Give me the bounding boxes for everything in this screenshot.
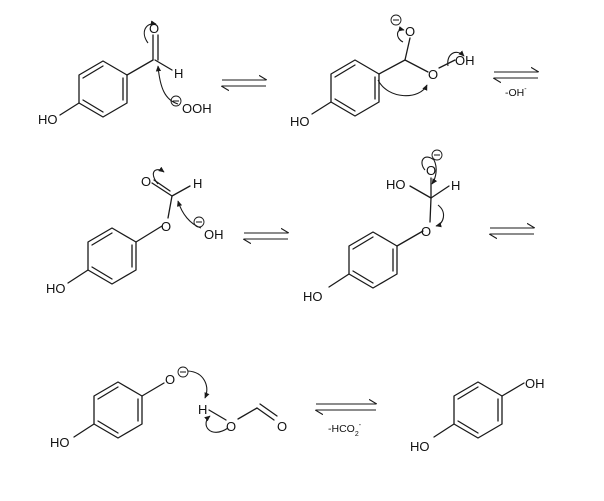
oxygen-label: O: [426, 163, 436, 178]
benzene-ring: [348, 231, 398, 289]
oxygen-label: O: [141, 174, 151, 189]
negative-charge-icon: [390, 14, 402, 26]
benzene-ring: [330, 59, 380, 117]
bond-ring-hydroxyl: [311, 101, 332, 115]
hydroxyl-label: HO: [50, 435, 70, 450]
bond-c-h: [430, 185, 450, 199]
molecule-tetrahedral-intermediate-2: O HO H O HO: [303, 149, 460, 304]
condition-loss-formate: -HCO2-: [328, 422, 362, 438]
benzene-ring: [93, 381, 143, 439]
bond-ring-hydroxyl: [433, 423, 455, 438]
equilibrium-arrow-icon: [244, 233, 288, 239]
hydroxyl-label: HO: [303, 289, 323, 304]
condition-loss-hydroxide: -OH-: [505, 86, 527, 99]
oxygen-label: O: [428, 67, 438, 82]
oxygen-label: O: [165, 372, 175, 387]
oxygen-label: O: [226, 419, 236, 434]
hydrogen-label: H: [198, 402, 207, 417]
hydroxyl-label: HO: [290, 114, 310, 129]
curved-arrow-icon: [377, 79, 428, 97]
oxygen-label: O: [277, 419, 287, 434]
curved-arrow-icon: [155, 65, 179, 105]
hydroxide-label: OH: [204, 227, 224, 242]
benzene-ring: [87, 227, 137, 285]
bond-carbonyl-double: [259, 403, 278, 417]
bond-c-o: [404, 59, 429, 73]
hydroxyl-right-label: OH: [525, 376, 545, 391]
equilibrium-arrow-icon: [316, 404, 376, 410]
oxygen-label: O: [161, 219, 171, 234]
hydrogen-label: H: [451, 178, 460, 193]
bond-formyl-h: [171, 185, 191, 197]
bond-ring-carbon: [378, 59, 406, 75]
curved-arrow-icon: [187, 370, 210, 399]
bond-c-hydroxyl: [409, 185, 432, 199]
bond-o-c: [167, 195, 173, 219]
bond-ring-hydroxyl: [328, 273, 350, 288]
negative-charge-icon: [431, 149, 443, 161]
hydroxyl-label: HO: [38, 112, 58, 127]
hydroxyl-right-label: OH: [455, 53, 475, 68]
bond-ring-o: [396, 230, 424, 247]
molecule-hydroxybenzaldehyde: O H HO OOH: [38, 20, 212, 127]
hydroxyl-label: HO: [410, 439, 430, 454]
curved-arrow-icon: [204, 415, 229, 433]
hydrogen-label: H: [174, 66, 183, 81]
molecule-aryl-formate: O H O HO OH: [46, 166, 224, 296]
negative-charge-icon: [177, 366, 189, 378]
equilibrium-arrow-icon: [490, 228, 534, 234]
oxygen-label: O: [421, 224, 431, 239]
bond-o-c: [237, 407, 258, 420]
hydrogen-label: H: [193, 176, 202, 191]
bond-carbonyl: [151, 182, 173, 197]
hydroxyl-label: HO: [46, 281, 66, 296]
bond-ring-o: [141, 382, 165, 397]
hydroperoxide-label: OOH: [182, 101, 212, 116]
hydroxyl-label: HO: [386, 177, 406, 192]
molecule-formic-acid: H O O: [187, 370, 287, 434]
benzene-ring: [78, 60, 128, 118]
bond-aldehyde-h: [154, 59, 173, 71]
curved-arrow-icon: [152, 166, 165, 185]
bond-ring-carbonyl: [126, 59, 154, 76]
curved-arrow-icon: [177, 200, 202, 229]
molecule-tetrahedral-intermediate: O O OH HO: [290, 14, 475, 129]
curved-arrow-icon: [421, 156, 438, 185]
equilibrium-arrow-icon: [222, 80, 266, 86]
curved-arrow-icon: [447, 50, 465, 67]
bond-o-c: [429, 197, 432, 223]
bond-c-oxide: [404, 37, 411, 61]
bond-o-o: [438, 59, 456, 69]
bond-h-o: [208, 409, 227, 421]
equilibrium-arrow-icon: [494, 72, 538, 78]
bond-ring-o: [135, 225, 163, 243]
molecule-phenoxide: O HO: [50, 366, 189, 450]
curved-arrow-icon: [143, 20, 157, 44]
curved-arrow-icon: [435, 204, 444, 228]
bond-ring-hydroxyl: [501, 382, 525, 397]
bond-ring-hydroxyl: [59, 102, 80, 116]
molecule-hydroquinone: OH HO: [410, 376, 545, 454]
bond-carbonyl: [256, 407, 275, 421]
curved-arrow-icon: [396, 26, 405, 43]
benzene-ring: [453, 381, 503, 439]
oxygen-label: O: [149, 21, 159, 36]
bond-ring-hydroxyl: [73, 423, 95, 438]
bond-ring-hydroxyl: [67, 269, 89, 284]
oxygen-label: O: [405, 24, 415, 39]
